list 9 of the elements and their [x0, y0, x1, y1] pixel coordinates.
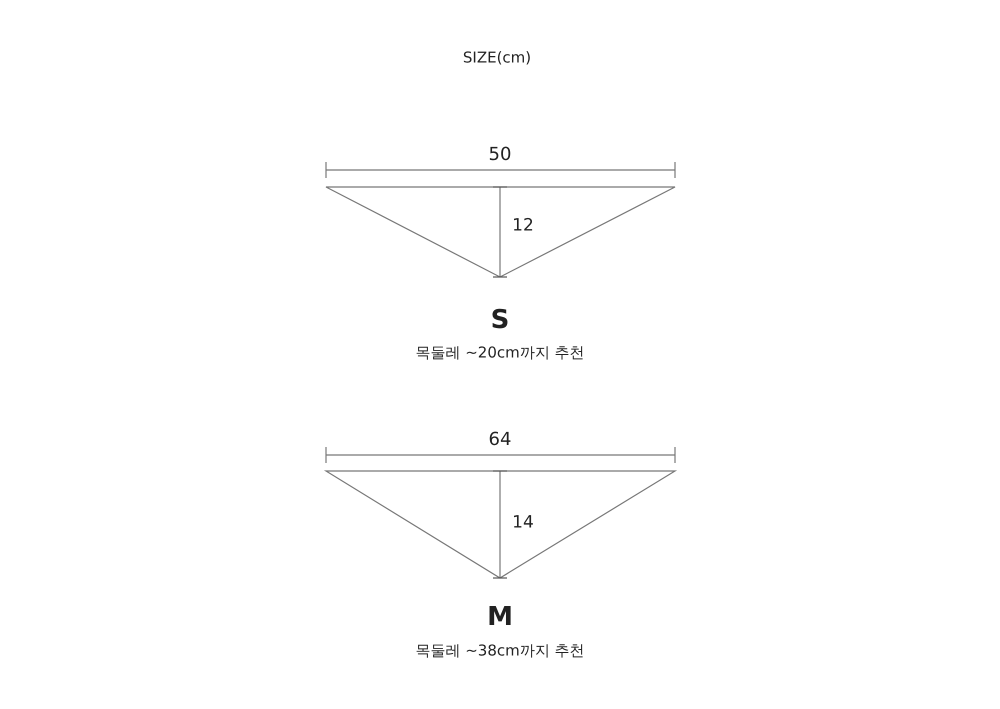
dimension-label: 14 — [512, 514, 534, 532]
size-name: M — [487, 604, 513, 630]
recommendation-note: 목둘레 ~38cm까지 추천 — [415, 644, 585, 658]
recommendation-note: 목둘레 ~20cm까지 추천 — [415, 346, 585, 360]
dimension-label: 64 — [488, 431, 512, 449]
dimension-label: 12 — [512, 218, 534, 234]
size-name: S — [490, 307, 510, 333]
chart-title: SIZE(cm) — [462, 50, 532, 66]
dimension-label: 50 — [488, 146, 512, 164]
